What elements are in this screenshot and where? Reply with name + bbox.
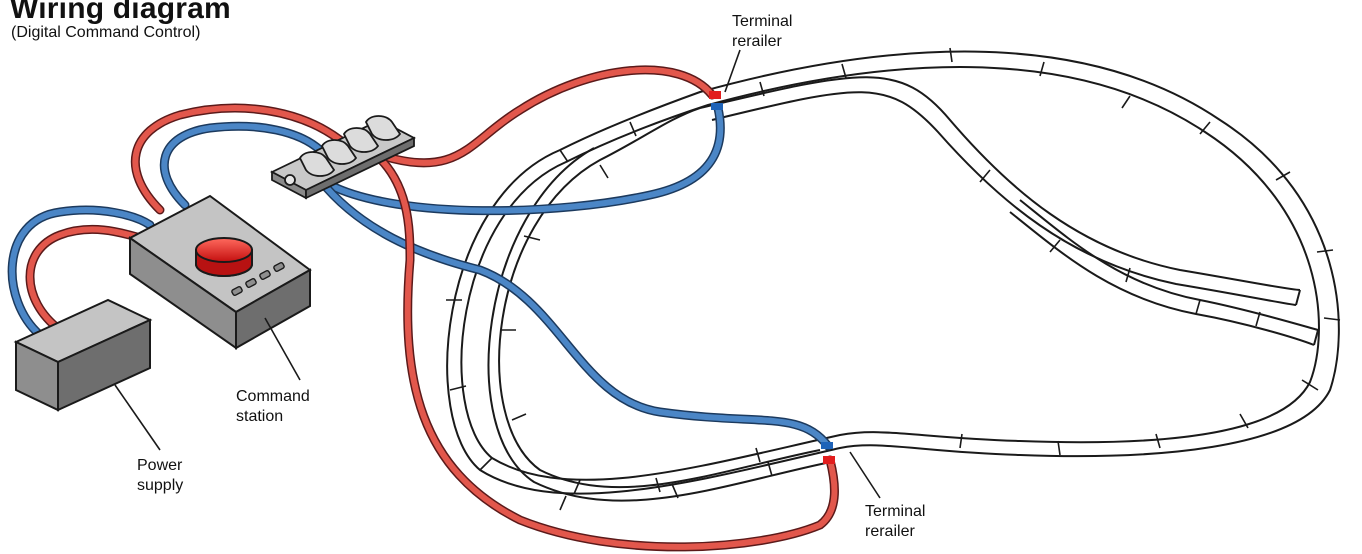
label-terminal-rerailer-bottom: Terminal rerailer: [865, 502, 925, 542]
label-line: supply: [137, 477, 184, 494]
blue-wire-to-bottom-rerailer: [315, 175, 833, 451]
command-station: [128, 194, 312, 350]
top-rerailer-blue-tip: [711, 103, 723, 110]
label-line: station: [236, 408, 284, 425]
label-line: rerailer: [732, 33, 782, 50]
bottom-rerailer-blue-tip: [821, 442, 833, 449]
label-line: rerailer: [865, 523, 915, 540]
keypad: [231, 262, 285, 296]
label-line: Terminal: [732, 13, 793, 30]
diagram-subtitle: (Digital Command Control): [11, 24, 201, 41]
outer-loop-track: [446, 50, 1340, 495]
red-button: [195, 237, 253, 277]
leader-lines: [114, 49, 881, 499]
label-power-supply: Power supply: [137, 456, 183, 496]
wires: [7, 65, 839, 552]
terminal-strip: [270, 115, 416, 200]
siding-track: [1019, 199, 1319, 331]
track-layout: [446, 47, 1341, 511]
bottom-rerailer-red-tip: [823, 456, 835, 464]
inner-loop-track: [498, 76, 1301, 489]
label-line: Power: [137, 457, 183, 474]
power-supply: [13, 298, 153, 412]
label-command-station: Command station: [236, 387, 310, 427]
label-terminal-rerailer-top: Terminal rerailer: [732, 12, 792, 52]
diagram-title: Wiring diagram: [10, 0, 231, 25]
label-line: Command: [236, 388, 310, 405]
red-wire-to-top-rerailer: [375, 65, 717, 168]
label-line: Terminal: [865, 503, 926, 520]
top-rerailer-red-tip: [709, 91, 721, 99]
